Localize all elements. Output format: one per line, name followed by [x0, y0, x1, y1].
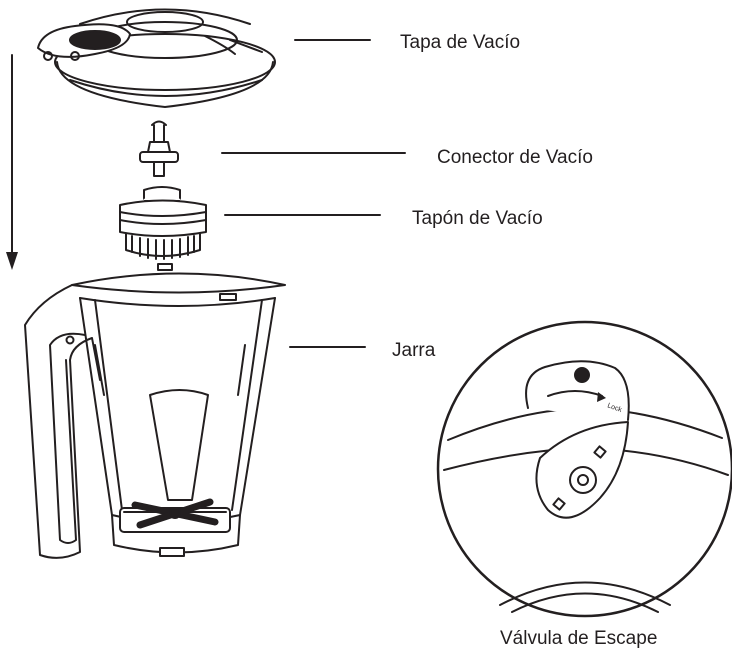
lid-label: Tapa de Vacío	[400, 32, 521, 53]
vacuum-plug-illustration	[119, 186, 207, 260]
plug-label: Tapón de Vacío	[412, 208, 543, 229]
connector-label: Conector de Vacío	[437, 147, 593, 168]
vacuum-lid-illustration	[37, 8, 276, 108]
vacuum-connector-illustration	[139, 120, 179, 177]
escape-valve-detail-illustration	[436, 320, 732, 618]
jar-illustration	[24, 263, 286, 559]
valve-label: Válvula de Escape	[500, 628, 658, 649]
lock-text: Lock	[606, 402, 623, 414]
assembly-direction-arrow	[6, 54, 18, 270]
jar-label: Jarra	[392, 340, 436, 361]
